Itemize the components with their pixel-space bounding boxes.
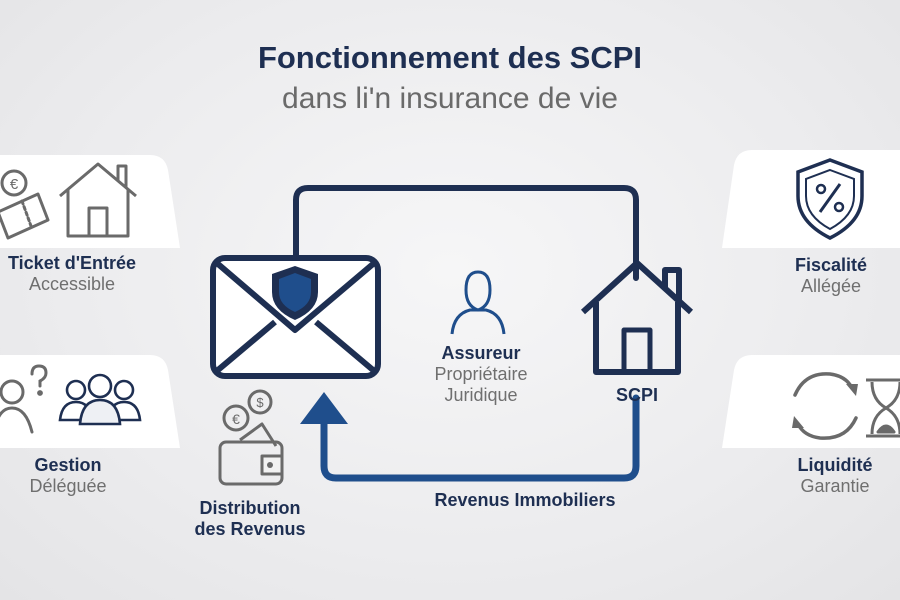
distribution-line1: Distribution [199,498,301,518]
page-title: Fonctionnement des SCPI [257,40,643,75]
wallet-coins-icon: € $ [218,389,284,486]
person-icon [450,270,506,335]
assureur-title: Assureur [441,343,521,363]
shield-percent-icon [796,158,864,240]
feature-gestion-title: Gestion [34,455,102,475]
panel-bottom-right [722,355,900,448]
up-arrow-head [300,392,348,424]
svg-text:$: $ [256,395,264,410]
question-person-icon [0,364,48,434]
svg-text:€: € [232,411,240,427]
flow-connector [293,185,640,482]
feature-fiscalite-title: Fiscalité [794,255,868,275]
assureur-line3: Juridique [444,385,518,405]
assureur-label: Assureur Propriétaire Juridique [381,343,581,406]
svg-text:€: € [10,176,19,193]
distribution-line2: des Revenus [194,519,306,539]
hourglass-icon [866,378,900,438]
feature-ticket-subtitle: Accessible [28,274,116,294]
top-loop-line [293,185,639,281]
euro-ticket-icon: € [0,169,50,240]
envelope-shield-icon [210,255,381,379]
panel-top-right [722,150,900,248]
distribution-label: Distribution des Revenus [150,498,350,540]
assureur-line2: Propriétaire [434,364,528,384]
feature-liquidite-subtitle: Garantie [800,476,870,496]
feature-gestion-subtitle: Déléguée [29,476,107,496]
feature-liquidite: Liquidité Garantie [735,455,900,497]
scpi-house-icon [580,260,694,375]
bottom-return-line [320,394,640,482]
feature-ticket-title: Ticket d'Entrée [8,253,136,273]
feature-gestion: Gestion Déléguée [0,455,168,497]
side-panels [0,150,900,448]
page-subtitle: dans li'n insurance de vie [282,82,618,115]
feature-ticket: Ticket d'Entrée Accessible [0,253,172,295]
feature-fiscalite-subtitle: Allégée [800,276,862,296]
feature-liquidite-title: Liquidité [797,455,873,475]
scpi-label: SCPI [615,385,658,405]
panel-top-left [0,155,180,248]
refresh-icon [792,372,858,440]
revenus-label: Revenus Immobiliers [434,490,616,510]
group-icon [58,373,142,426]
house-icon [59,162,137,238]
feature-fiscalite: Fiscalité Allégée [731,255,900,297]
